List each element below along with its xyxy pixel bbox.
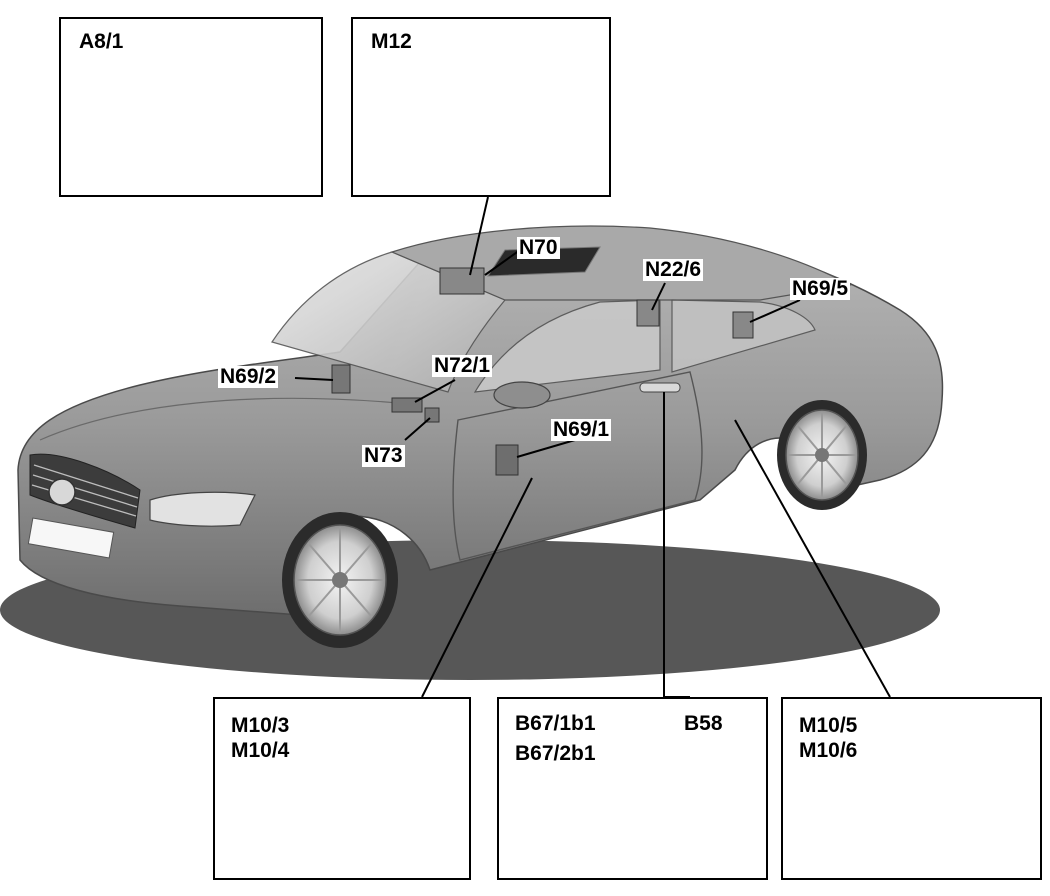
callout-n69-2: N69/2 bbox=[218, 365, 279, 389]
label-b67-2b1: B67/2b1 bbox=[515, 742, 596, 765]
callout-n22-6: N22/6 bbox=[643, 258, 704, 282]
callout-n73: N73 bbox=[362, 444, 405, 468]
car-mirror bbox=[493, 381, 551, 409]
module-n69-2 bbox=[331, 364, 351, 394]
callout-n69-5: N69/5 bbox=[790, 277, 851, 301]
module-n72-1 bbox=[391, 397, 423, 413]
car-headlight bbox=[149, 491, 256, 527]
car-roof bbox=[390, 225, 852, 301]
box-m12: M12 bbox=[351, 17, 611, 197]
car-door-outline bbox=[452, 371, 703, 561]
callout-n72-1: N72/1 bbox=[432, 354, 493, 378]
car-number-plate bbox=[27, 517, 115, 559]
car-front-wheel bbox=[282, 512, 398, 648]
label-m12: M12 bbox=[371, 30, 412, 53]
callout-n69-1: N69/1 bbox=[551, 418, 612, 442]
module-n69-1 bbox=[495, 444, 519, 476]
leader-lines bbox=[294, 196, 891, 698]
box-m10-left: M10/3 M10/4 bbox=[213, 697, 471, 880]
label-a8-1: A8/1 bbox=[79, 30, 124, 53]
car-rear-wheel bbox=[777, 400, 867, 510]
box-a8-1: A8/1 bbox=[59, 17, 323, 197]
label-m10-3-m10-4: M10/3 M10/4 bbox=[231, 714, 290, 763]
label-b67-1b1: B67/1b1 bbox=[515, 712, 596, 735]
module-n69-5 bbox=[732, 311, 754, 339]
box-m10-right: M10/5 M10/6 bbox=[781, 697, 1042, 880]
label-b58: B58 bbox=[684, 712, 723, 735]
car-hood-line bbox=[39, 397, 421, 441]
box-b67-b58: B67/1b1 B67/2b1 B58 bbox=[497, 697, 768, 880]
label-m10-5-m10-6: M10/5 M10/6 bbox=[799, 714, 858, 763]
module-n70 bbox=[439, 267, 485, 295]
car-sunroof bbox=[487, 246, 601, 277]
callout-n70: N70 bbox=[517, 236, 560, 260]
car-door-handle bbox=[639, 382, 681, 393]
car-emblem bbox=[48, 478, 76, 506]
